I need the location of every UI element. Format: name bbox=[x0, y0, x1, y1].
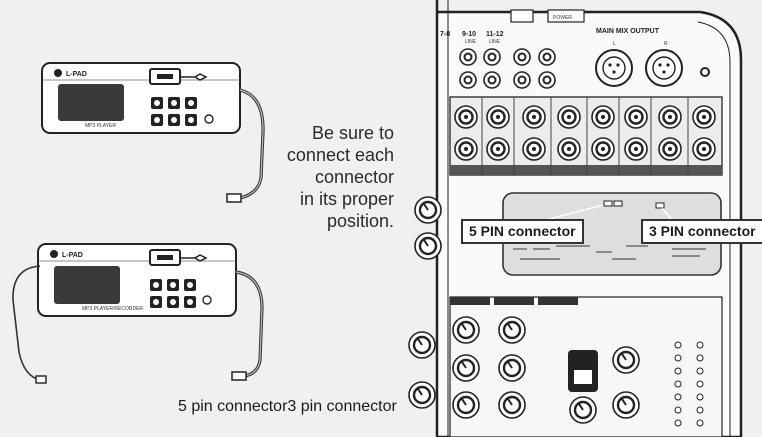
cable-plug-top bbox=[226, 193, 242, 203]
eq-knob bbox=[407, 330, 437, 360]
jack-socket bbox=[485, 104, 511, 130]
brand-logo-icon bbox=[50, 250, 58, 258]
fx-knob bbox=[611, 345, 641, 375]
jack-socket bbox=[657, 136, 683, 162]
fx-knob bbox=[611, 390, 641, 420]
eq-knob bbox=[497, 390, 527, 420]
mixer-panel: POWER 7-8 9-10 11-12 LINE LINE MAIN MIX … bbox=[407, 0, 743, 437]
eq-knob bbox=[451, 390, 481, 420]
xlr-left-label: L bbox=[613, 41, 616, 47]
jack-socket bbox=[521, 104, 547, 130]
slot-connector-5pin-icon bbox=[603, 200, 623, 207]
fx-knob bbox=[568, 395, 598, 425]
caption-line: position. bbox=[326, 211, 394, 231]
main-mix-output-label: MAIN MIX OUTPUT bbox=[596, 28, 660, 35]
channel-header-9-10: 9-10 bbox=[462, 31, 476, 38]
mp3-player-module: L-PAD MP3 PLAYER bbox=[41, 62, 265, 203]
jack-socket bbox=[590, 136, 616, 162]
control-button bbox=[167, 279, 179, 291]
brand-label: L-PAD bbox=[66, 71, 87, 78]
instruction-caption: Be sure to connect each connector in its… bbox=[287, 122, 394, 232]
panel-label-bottom: MP3 PLAYER/RECORDER bbox=[82, 306, 143, 312]
jack-socket bbox=[485, 136, 511, 162]
eq-knob bbox=[451, 315, 481, 345]
panel-label-top: MP3 PLAYER bbox=[85, 123, 116, 129]
jack-socket bbox=[691, 104, 717, 130]
cable-plug-5pin bbox=[35, 375, 47, 384]
jack-socket bbox=[657, 104, 683, 130]
rca-jack bbox=[459, 71, 477, 89]
callout-3-pin-connector: 3 PIN connector bbox=[641, 219, 762, 244]
eq-knob bbox=[407, 380, 437, 410]
caption-line: connect each bbox=[286, 145, 394, 165]
control-button bbox=[185, 114, 197, 126]
mp3-recorder-module: L-PAD MP3 PLAYER/RECORDER bbox=[12, 243, 264, 384]
channel-header-11-12: 11-12 bbox=[486, 31, 504, 38]
rca-jack bbox=[513, 48, 531, 66]
jack-socket bbox=[556, 136, 582, 162]
callout-5-pin-connector: 5 PIN connector bbox=[461, 219, 584, 244]
gain-knob bbox=[413, 231, 443, 261]
caption-line: Be sure to bbox=[311, 123, 394, 143]
ribbon-cable-5pin bbox=[12, 265, 41, 381]
lcd-display bbox=[54, 266, 120, 304]
jack-socket bbox=[691, 136, 717, 162]
usb-cable-icon bbox=[180, 254, 208, 262]
jack-socket bbox=[453, 104, 479, 130]
control-button bbox=[167, 296, 179, 308]
rca-jack bbox=[513, 71, 531, 89]
cable-plug-3pin bbox=[231, 371, 247, 381]
rca-jack bbox=[538, 48, 556, 66]
channel-header-7-8: 7-8 bbox=[440, 31, 450, 38]
gain-knob bbox=[413, 195, 443, 225]
rca-jack bbox=[538, 71, 556, 89]
rca-jack bbox=[483, 71, 501, 89]
power-label: POWER bbox=[553, 15, 572, 21]
xlr-right-label: R bbox=[664, 41, 668, 47]
jack-socket bbox=[521, 136, 547, 162]
headphone-jack-icon bbox=[204, 114, 214, 124]
jack-socket bbox=[623, 104, 649, 130]
control-button bbox=[151, 114, 163, 126]
xlr-output-left bbox=[595, 49, 633, 87]
brand-label: L-PAD bbox=[62, 252, 83, 259]
line-label: LINE bbox=[465, 39, 477, 45]
lcd-display bbox=[58, 84, 124, 121]
control-button bbox=[151, 97, 163, 109]
xlr-output-right bbox=[645, 49, 683, 87]
headphone-jack-icon bbox=[202, 295, 212, 305]
jack-socket bbox=[556, 104, 582, 130]
jack-socket bbox=[453, 136, 479, 162]
control-button bbox=[184, 296, 196, 308]
eq-knob bbox=[497, 353, 527, 383]
brand-logo-icon bbox=[54, 69, 62, 77]
jack-socket bbox=[590, 104, 616, 130]
control-button bbox=[168, 114, 180, 126]
rca-jack bbox=[483, 48, 501, 66]
caption-line: in its proper bbox=[299, 189, 394, 209]
jack-socket bbox=[623, 136, 649, 162]
eq-knob bbox=[451, 353, 481, 383]
control-button bbox=[150, 296, 162, 308]
label-3-pin-connector: 3 pin connector bbox=[287, 398, 397, 415]
label-5-pin-connector: 5 pin connector bbox=[178, 398, 288, 415]
control-button bbox=[168, 97, 180, 109]
slot-connector-3pin-icon bbox=[655, 202, 665, 209]
eq-knob bbox=[497, 315, 527, 345]
control-button bbox=[184, 279, 196, 291]
line-label: LINE bbox=[489, 39, 501, 45]
control-button bbox=[150, 279, 162, 291]
caption-line: connector bbox=[314, 167, 394, 187]
rca-jack bbox=[459, 48, 477, 66]
bottom-connector-labels: 5 pin connector3 pin connector bbox=[178, 398, 397, 416]
control-button bbox=[185, 97, 197, 109]
usb-cable-icon bbox=[180, 73, 208, 81]
